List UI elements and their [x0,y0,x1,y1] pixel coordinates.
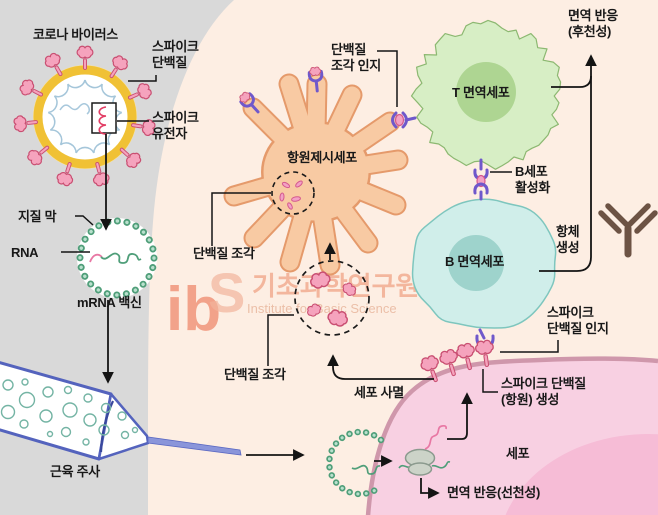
fragment-circle-inner [271,171,315,215]
virus-rna [59,103,91,115]
antigen-presenting-cell [223,67,409,276]
antibody-icon [598,203,658,258]
adaptive-response-arrow [539,54,597,272]
spike-protein-label: 스파이크 단백질 [152,39,199,70]
t-cell-label: T 면역세포 [452,85,510,100]
antigen-production-label: 스파이크 단백질 (항원) 생성 [501,376,586,407]
tcell-bcell-junction [473,158,489,201]
ribosome-illustration [398,424,451,476]
tcell-response-line [551,75,592,88]
apoptosis-label: 세포 사멸 [354,385,404,400]
mrna-vaccine-illustration [76,217,158,299]
b-cell-label: B 면역세포 [445,254,505,269]
protein-fragments-inner [279,180,303,210]
watermark-logo-s: S [208,261,245,324]
virus-envelope [33,65,137,169]
watermark-logo-ib: ib [166,275,221,344]
rna-label: RNA [11,245,39,260]
syringe-bubbles [0,378,139,446]
fragment-recognition-label: 단백질 조각 인지 [331,42,381,73]
spike-gene-coil [98,106,107,135]
flow-arrows [100,54,597,499]
b-cell-activation-label: B세포 활성화 [515,164,550,195]
syringe-plunger [99,400,115,453]
new-spike-protein [424,424,448,450]
cell-nucleus [505,434,658,515]
vaccine-rna [100,252,142,264]
t-cell-illustration [410,19,562,170]
syringe-needle [147,436,242,456]
cell-label: 세포 [506,446,530,461]
t-cell-nucleus [456,62,516,122]
spike-gene-label: 스파이크 유전자 [152,110,199,141]
lipid-membrane-label: 지질 막 [18,209,57,224]
virus-title: 코로나 바이러스 [33,27,118,42]
vaccine-entry [326,428,385,498]
ibs-watermark: ib S 기초과학연구원 Institute for Basic Science [166,261,419,344]
mrna-vaccine-label: mRNA 백신 [77,295,142,310]
b-cell-illustration [411,198,557,329]
vaccine-rna-pink [89,253,103,263]
watermark-kr: 기초과학연구원 [252,271,419,301]
syringe-illustration [0,361,242,461]
apc-tcell-junction [391,111,417,129]
cell-illustration [365,356,658,515]
spike-recognition-label: 스파이크 단백질 인지 [547,305,609,336]
adaptive-immune-response-label: 면역 반응 (후천성) [568,8,618,39]
released-fragments [294,260,370,336]
watermark-en: Institute for Basic Science [247,301,397,316]
b-cell-nucleus [448,235,504,291]
apc-label: 항원제시세포 [287,150,357,165]
protein-fragment-upper-label: 단백질 조각 [193,246,255,261]
released-mrna [351,464,381,475]
coronavirus-illustration [14,46,156,187]
innate-immune-response-label: 면역 반응(선천성) [447,485,540,500]
cell-membrane [365,356,658,515]
muscle-injection-label: 근육 주사 [50,464,100,479]
virus-inner-membrane [47,79,123,154]
leader-lines [61,50,559,393]
protein-fragment-lower-label: 단백질 조각 [224,367,286,382]
antibody-generation-label: 항체 생성 [556,224,580,255]
